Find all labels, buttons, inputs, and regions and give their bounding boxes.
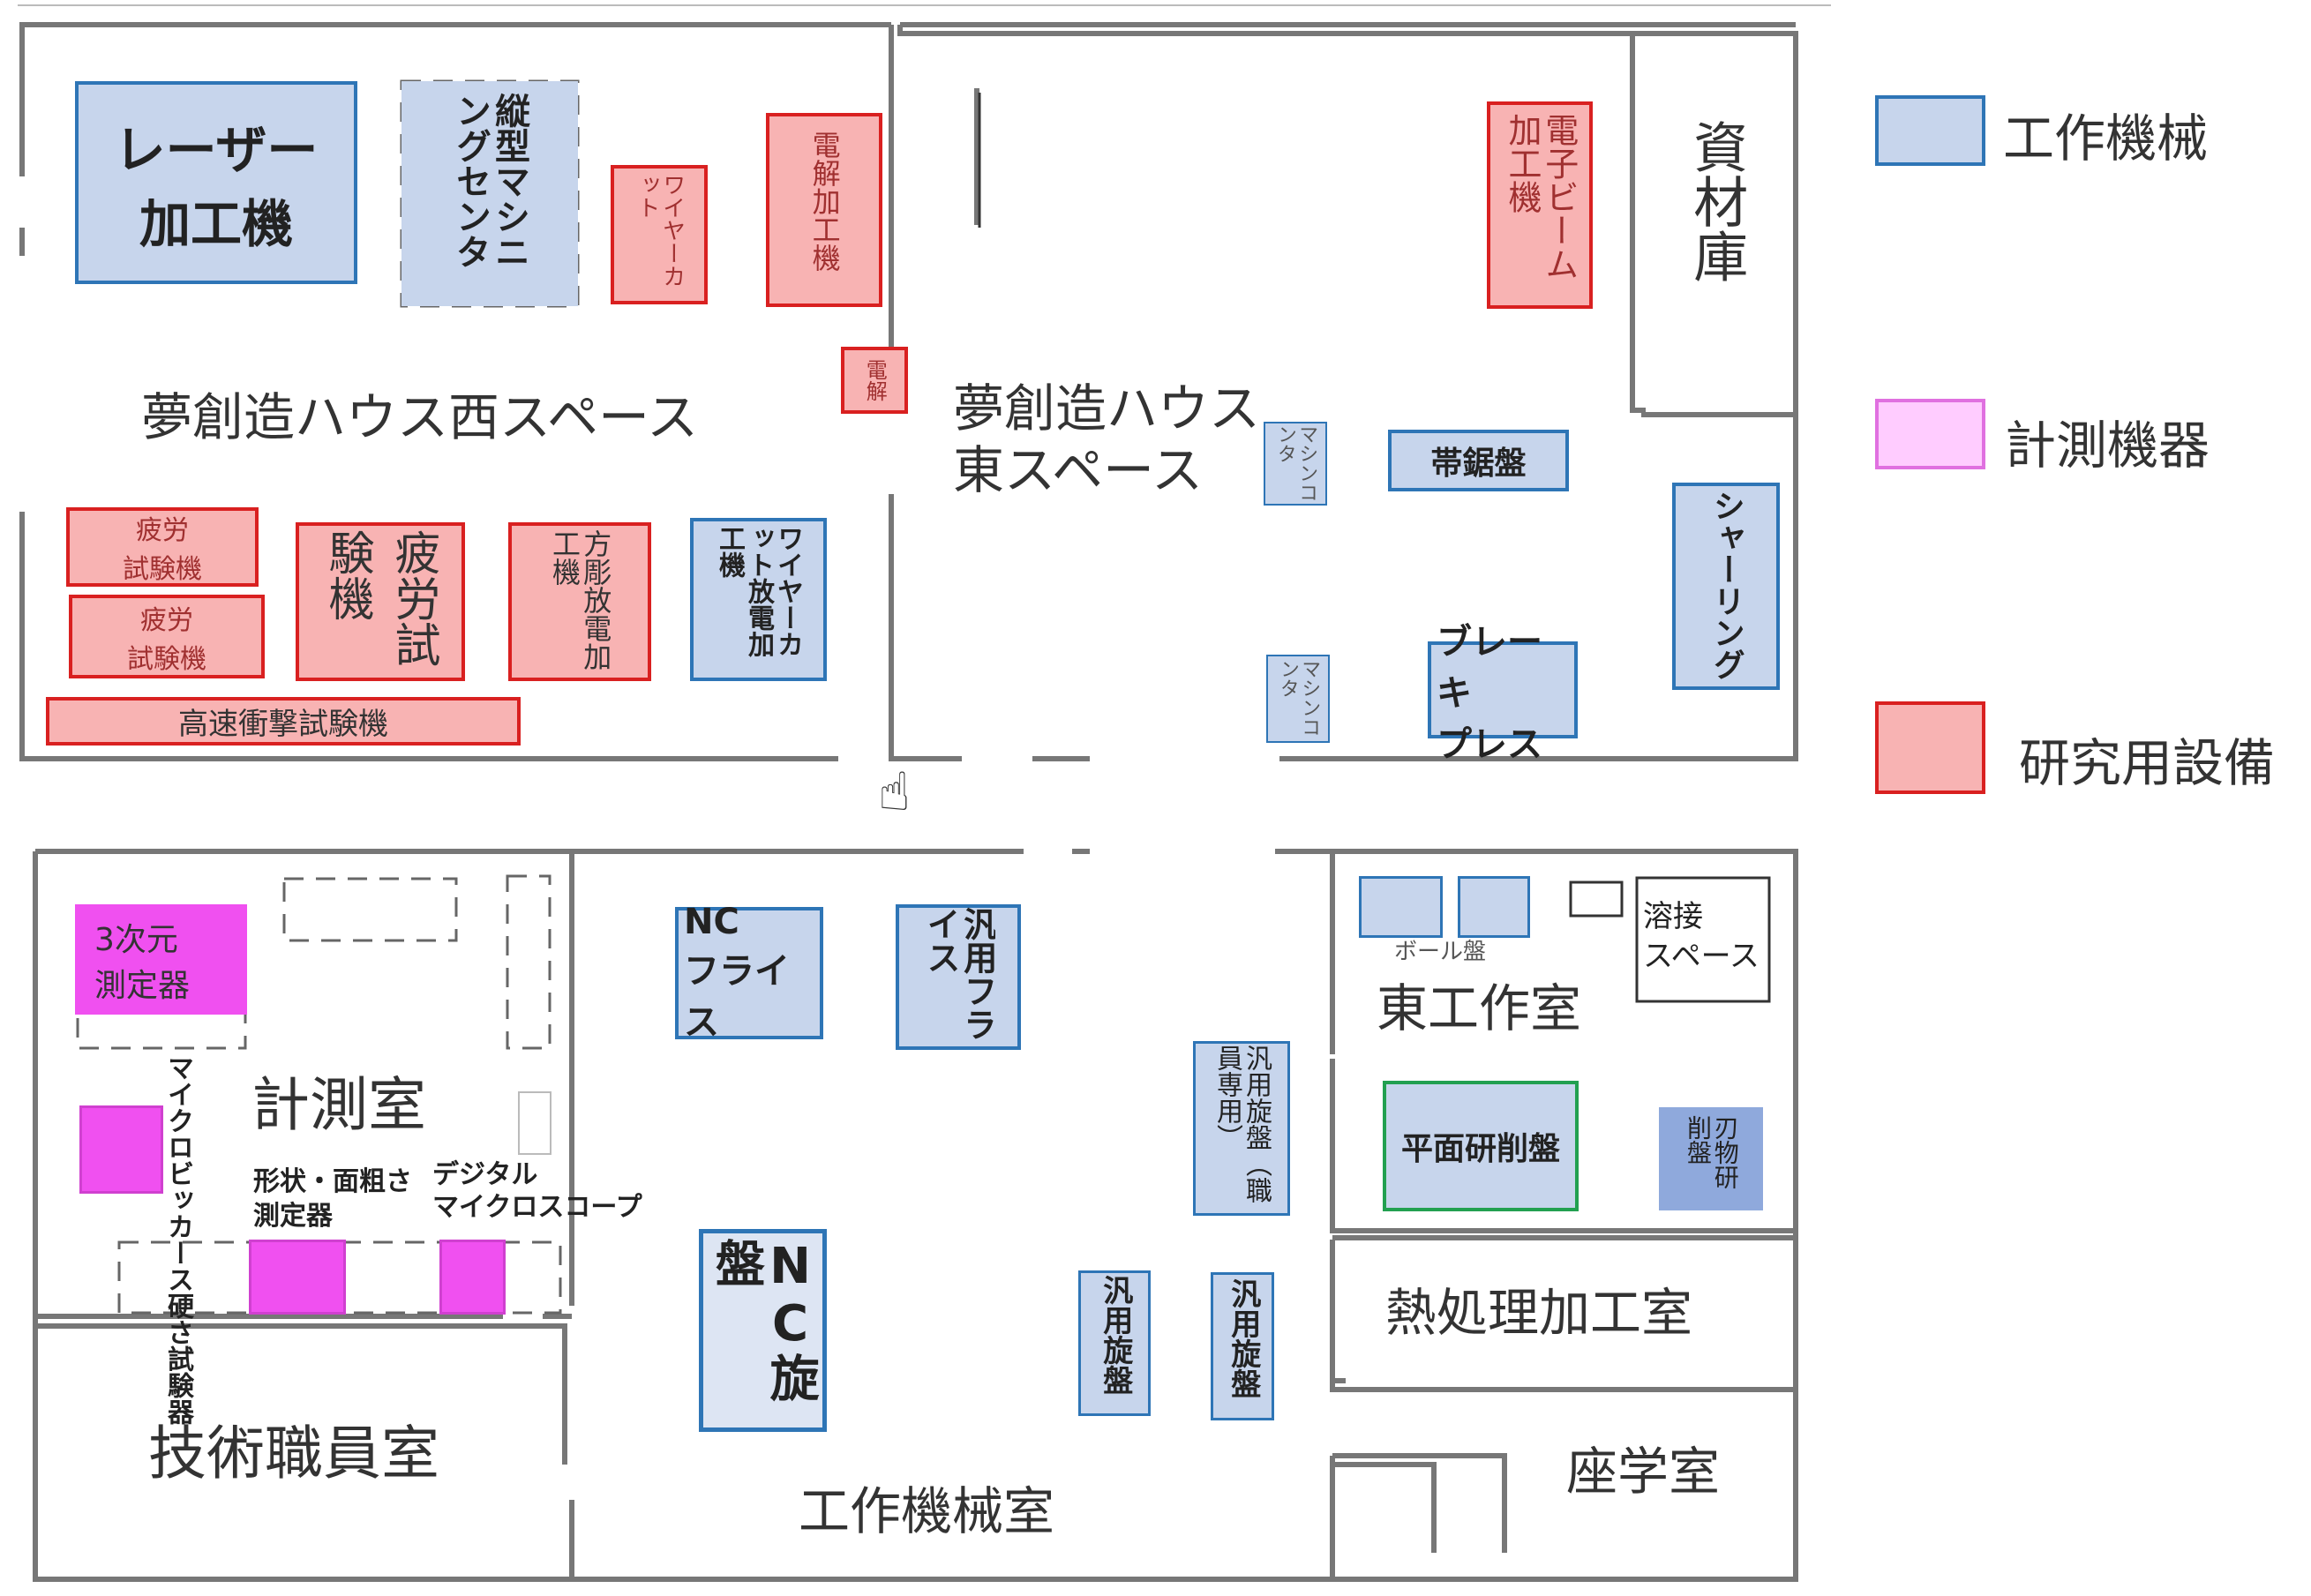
laser-processing-machine: レーザー 加工機 [75,81,357,284]
tool-grinder: 刃物研削盤 [1659,1107,1763,1210]
cmm-line2: 測定器 [94,967,191,1004]
general-lathe-1: 汎用旋盤 [1078,1270,1151,1416]
die-sinking-edm: 方彫放電加工機 [508,522,651,681]
electrochemical-machine: 電解加工機 [766,113,882,307]
band-saw-label: 帯鋸盤 [1430,446,1527,482]
room-storage: 資材庫 [1684,119,1749,283]
vertical-mc-label: 縦型マシニングセンタ [450,92,529,269]
wire-cut-1-label: ワイヤーカット [634,173,686,288]
fatigue-1-line2: 試験機 [123,554,202,585]
brake-press: ブレーキ プレス [1428,622,1578,765]
impact-tester-label: 高速衝撃試験機 [178,707,388,742]
shape-roughness-tester [249,1240,346,1315]
gen-mill-label: 汎用フライス [921,906,995,1041]
lathe-staff-label: 汎用旋盤（職員専用） [1212,1045,1272,1203]
mc-small-2-label: マシンコンタ [1277,659,1321,737]
vertical-machining-center: 縦型マシニングセンタ [401,81,578,306]
brake-press-line2: プレス [1437,724,1542,765]
wire-edm: ワイヤーカット放電加工機 [690,518,827,681]
digital-micro-line1: デジタル [432,1159,538,1190]
room-east-space-line1: 夢創造ハウス [953,378,1261,438]
room-east-workshop: 東工作室 [1377,978,1582,1038]
ecm-small-label: 電解 [862,359,888,401]
wire-cut-research: ワイヤーカット [611,165,708,304]
drill-press-2 [1458,876,1530,938]
legend-label-machine: 工作機械 [2003,109,2209,169]
brake-press-line1: ブレーキ [1437,622,1542,714]
fatigue-tester-2: 疲労 試験機 [69,595,265,678]
general-milling-machine: 汎用フライス [896,904,1021,1050]
legend-swatch-measure [1875,399,1985,469]
ecm-label: 電解加工機 [807,131,842,272]
shearing-label: シャーリング [1707,489,1745,680]
welding-space-line1: 溶接 [1643,899,1703,934]
legend-swatch-machine [1875,95,1985,166]
drill-press-1 [1359,876,1443,938]
shape-edm-label: 方彫放電加工機 [548,528,613,671]
tool-grinder-label: 刃物研削盤 [1684,1114,1740,1189]
legend-label-research: 研究用設備 [2019,733,2276,793]
high-speed-impact-tester: 高速衝撃試験機 [46,697,521,746]
lathe-2-label: 汎用旋盤 [1225,1278,1261,1398]
svg-text:☝: ☝ [878,761,911,823]
room-tech-staff: 技術職員室 [148,1420,439,1487]
fatigue-tester-1: 疲労 試験機 [66,507,259,587]
shape-rough-line2: 測定器 [253,1201,333,1232]
contour-machine-2: マシンコンタ [1266,655,1330,743]
hardness-tester-unit [79,1105,163,1194]
fatigue-2-line2: 試験機 [127,643,206,675]
digital-microscope [439,1240,506,1315]
shearing-machine: シャーリング [1672,483,1780,690]
fatigue-2-line1: 疲労 [140,604,193,636]
wire-edm-label: ワイヤーカット放電加工機 [714,524,803,657]
surface-grinder: 平面研削盤 [1383,1081,1579,1211]
fatigue-tester-large: 疲労試験機 [296,522,465,681]
coordinate-measuring-machine: 3次元 測定器 [75,904,247,1015]
fatigue-big-label: 疲労試験機 [320,528,439,667]
nc-lathe: NC旋盤 [699,1229,827,1432]
ecm-small-unit: 電解 [841,347,908,414]
ebm-label: 電子ビーム加工機 [1503,112,1579,281]
shape-rough-line1: 形状・面粗さ [253,1166,412,1197]
legend-swatch-research [1875,701,1985,794]
laser-label-line2: 加工機 [139,194,293,254]
legend-label-measure: 計測機器 [2005,416,2210,476]
mc-small-1-label: マシンコンタ [1274,423,1318,502]
micro-vickers-label: マイクロビッカース硬さ試験器 [162,1054,193,1425]
laser-label-line1: レーザー [114,120,319,180]
room-machine-tools: 工作機械室 [799,1481,1055,1541]
surface-grinder-label: 平面研削盤 [1400,1131,1560,1167]
nc-mill-line2: フライス [684,951,790,1043]
ball-board-label: ボール盤 [1394,939,1487,965]
room-measurement: 計測室 [251,1071,426,1139]
digital-micro-line2: マイクロスコープ [432,1192,642,1223]
contour-machine-1: マシンコンタ [1264,422,1327,506]
general-lathe-2: 汎用旋盤 [1211,1272,1274,1420]
nc-lathe-label: NC旋盤 [707,1238,820,1402]
room-heat-treatment: 熱処理加工室 [1385,1283,1693,1343]
electron-beam-machine: 電子ビーム加工機 [1487,101,1593,309]
nc-milling-machine: NC フライス [675,902,823,1043]
nc-mill-line1: NC [684,902,739,942]
welding-space-line2: スペース [1643,939,1760,974]
cmm-line1: 3次元 [94,921,178,958]
room-east-space-line2: 東スペース [953,440,1204,500]
lathe-1-label: 汎用旋盤 [1097,1275,1133,1395]
room-lecture: 座学室 [1566,1442,1721,1502]
fatigue-1-line1: 疲労 [136,515,189,546]
lathe-staff-only: 汎用旋盤（職員専用） [1193,1041,1290,1216]
band-saw: 帯鋸盤 [1388,430,1569,491]
room-west-space: 夢創造ハウス西スペース [141,387,699,447]
